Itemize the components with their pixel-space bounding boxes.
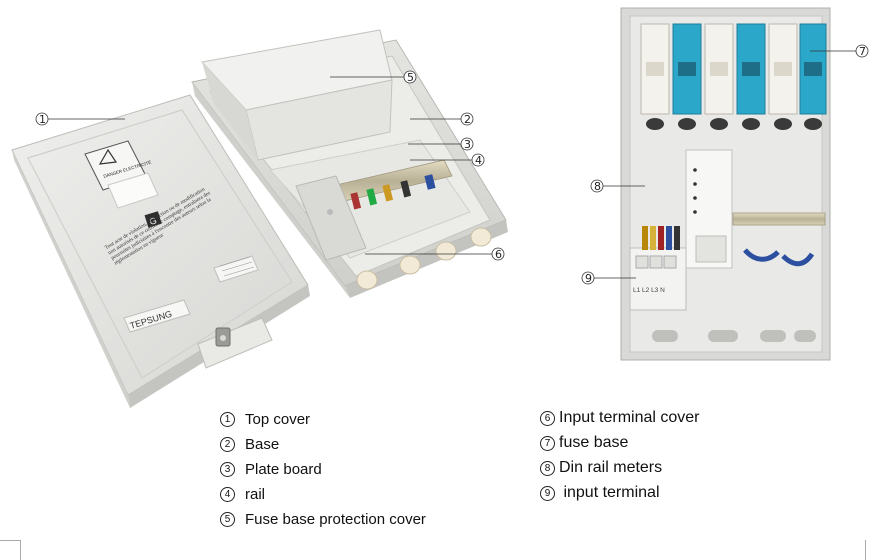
callout-6: 6 [495, 248, 502, 261]
svg-text:G: G [148, 215, 158, 227]
legend-num: 8 [540, 460, 555, 476]
legend-num: 7 [540, 435, 555, 451]
legend-text: fuse base [559, 434, 629, 451]
legend-item-din-rail-meters: 8 Din rail meters [540, 459, 662, 477]
legend-item-plate-board: 3 Plate board [220, 461, 322, 478]
legend-num: 4 [220, 487, 235, 502]
input-terminal: L1 L2 L3 N [629, 226, 687, 311]
crop-mark [0, 540, 20, 555]
callout-3: 3 [464, 138, 471, 151]
legend-text: Din rail meters [559, 459, 663, 476]
interior-view: L1 L2 L3 N [620, 7, 831, 361]
legend-num: 6 [540, 410, 555, 426]
callout-9: 9 [585, 272, 592, 285]
callout-5: 5 [407, 71, 414, 84]
din-rail-meter [685, 149, 733, 269]
callout-2: 2 [464, 113, 471, 126]
crop-mark [865, 540, 866, 560]
legend-text: Input terminal cover [559, 409, 700, 426]
brand-logo [144, 211, 162, 228]
callout-8: 8 [594, 180, 601, 193]
legend-num: 5 [220, 512, 235, 527]
legend-num: 1 [220, 412, 235, 427]
callouts: 1 5 2 3 4 6 7 8 9 [35, 44, 869, 285]
legend-item-rail: 4 rail [220, 486, 265, 503]
legend-text: Fuse base protection cover [245, 511, 426, 528]
legend-text: Plate board [245, 461, 322, 478]
fuse-bases [640, 23, 827, 130]
callout-7: 7 [859, 45, 866, 58]
callout-1: 1 [39, 113, 46, 126]
legend-text: rail [245, 486, 266, 503]
legend-item-top-cover: 1 Top cover [220, 411, 310, 428]
legend-item-input-terminal-cover: 6 Input terminal cover [540, 409, 700, 427]
legend-num: 2 [220, 437, 235, 452]
terminal-marks: L1 L2 L3 N [633, 287, 665, 294]
top-cover: DANGER ELECTRICITÉ G Tout acte de violat… [11, 94, 310, 408]
crop-mark [20, 540, 21, 560]
legend-item-fuse-base-protection-cover: 5 Fuse base protection cover [220, 511, 426, 528]
legend-item-base: 2 Base [220, 436, 279, 453]
legend-num: 3 [220, 462, 235, 477]
legend-text: input terminal [559, 484, 660, 501]
legend-num: 9 [540, 485, 555, 501]
legend-item-fuse-base: 7 fuse base [540, 434, 628, 452]
legend-text: Top cover [245, 411, 311, 428]
legend-text: Base [245, 436, 280, 453]
callout-4: 4 [475, 154, 482, 167]
base-box [191, 29, 508, 298]
legend-item-input-terminal: 9 input terminal [540, 484, 660, 502]
